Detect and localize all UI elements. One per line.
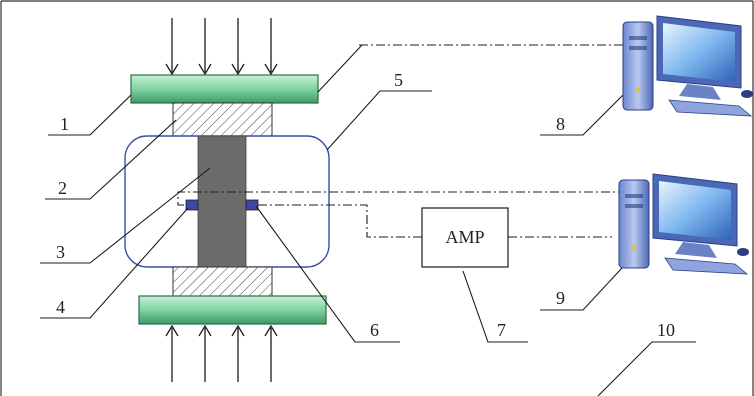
bottom-loading-plate (138, 295, 327, 325)
label-7: 7 (497, 320, 506, 340)
label-9: 9 (556, 288, 565, 308)
label-10: 10 (657, 320, 675, 340)
desktop-computer-icon (618, 173, 749, 275)
label-8: 8 (556, 114, 565, 134)
top-hatched-block (172, 102, 273, 137)
label-4: 4 (56, 297, 65, 317)
desktop-computer-icon (622, 15, 753, 117)
bottom-load-arrows (165, 324, 278, 382)
top-loading-plate (130, 74, 319, 104)
top-load-arrows (165, 18, 278, 76)
specimen (197, 135, 247, 268)
label-5: 5 (394, 70, 403, 90)
signal-lines (177, 44, 625, 238)
left-sensor (185, 199, 199, 211)
leader-lines (40, 44, 696, 396)
label-3: 3 (56, 242, 65, 262)
amplifier-box: AMP (421, 207, 509, 268)
bottom-hatched-block (172, 266, 273, 297)
label-1: 1 (60, 114, 69, 134)
label-2: 2 (58, 178, 67, 198)
right-sensor (245, 199, 259, 211)
part-numbers: 1 2 3 4 5 6 7 8 9 10 (56, 70, 675, 340)
label-6: 6 (370, 320, 379, 340)
amplifier-label: AMP (445, 227, 484, 247)
